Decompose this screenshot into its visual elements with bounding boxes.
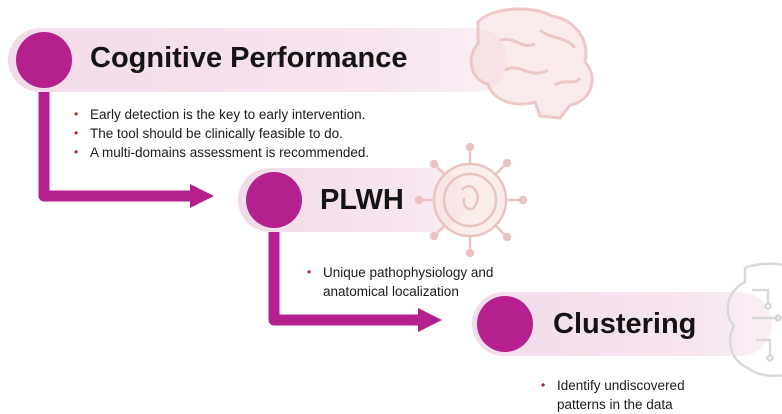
bullet-text: Unique pathophysiology and bbox=[323, 265, 494, 280]
step-1-pill bbox=[8, 28, 508, 92]
step-3-title: Clustering bbox=[553, 308, 697, 340]
bullet-dot-icon: • bbox=[74, 126, 79, 140]
step-1-circle bbox=[16, 32, 72, 88]
step-3-bullets: • Identify undiscovered patterns in the d… bbox=[537, 376, 685, 414]
step-2-title: PLWH bbox=[320, 184, 404, 216]
arrow-2-head bbox=[418, 308, 442, 332]
bullet-text: The tool should be clinically feasible t… bbox=[90, 126, 343, 141]
list-item-continuation: anatomical localization bbox=[303, 282, 493, 301]
brain-icon bbox=[469, 7, 594, 120]
step-3-pill bbox=[472, 292, 772, 356]
arrow-1 bbox=[38, 92, 192, 202]
list-item: • Identify undiscovered bbox=[537, 376, 685, 395]
list-item: • The tool should be clinically feasible … bbox=[70, 124, 369, 143]
step-1-title: Cognitive Performance bbox=[90, 42, 408, 74]
step-2-bullets: • Unique pathophysiology and anatomical l… bbox=[303, 263, 493, 301]
circuit-brain-icon bbox=[726, 262, 782, 377]
bullet-dot-icon: • bbox=[307, 265, 312, 279]
bullet-text: Identify undiscovered bbox=[557, 378, 685, 393]
list-item: • Unique pathophysiology and bbox=[303, 263, 493, 282]
list-item: • Early detection is the key to early int… bbox=[70, 105, 369, 124]
arrow-1-head bbox=[190, 184, 214, 208]
list-item-continuation: patterns in the data bbox=[537, 395, 685, 414]
bullet-text: A multi-domains assessment is recommende… bbox=[90, 145, 370, 160]
bullet-text: patterns in the data bbox=[557, 397, 673, 412]
bullet-dot-icon: • bbox=[74, 107, 79, 121]
list-item: • A multi-domains assessment is recommend… bbox=[70, 143, 369, 162]
arrow-2 bbox=[268, 232, 420, 326]
step-3-circle bbox=[477, 296, 533, 352]
bullet-text: anatomical localization bbox=[323, 284, 459, 299]
step-1-bullets: • Early detection is the key to early int… bbox=[70, 105, 369, 162]
virus-icon bbox=[414, 142, 528, 258]
bullet-text: Early detection is the key to early inte… bbox=[90, 107, 366, 122]
step-2-circle bbox=[246, 172, 302, 228]
bullet-dot-icon: • bbox=[541, 378, 546, 392]
bullet-dot-icon: • bbox=[74, 145, 79, 159]
